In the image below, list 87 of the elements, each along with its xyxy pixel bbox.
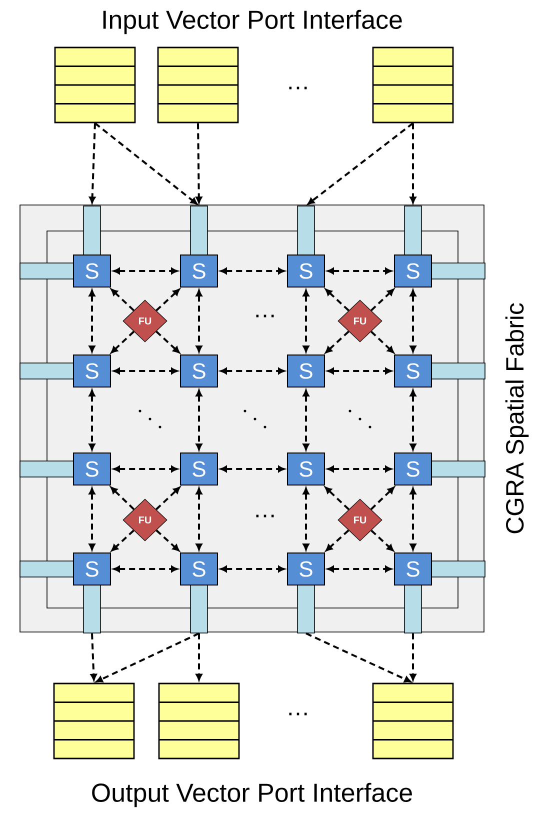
arrow — [88, 488, 96, 550]
arrow — [113, 368, 178, 374]
arrow — [370, 288, 394, 312]
ellipsis: … — [256, 514, 274, 518]
switch-box: S — [287, 552, 325, 586]
arrow — [94, 122, 198, 205]
fabric-title: CGRA Spatial Fabric — [505, 303, 529, 534]
arrow — [196, 633, 202, 681]
arrow — [302, 390, 310, 450]
switch-box: S — [394, 254, 432, 288]
arrow — [410, 123, 416, 204]
arrow — [113, 268, 178, 274]
switch-box: S — [73, 354, 111, 388]
arrow — [88, 290, 96, 352]
heading: Output Vector Port Interface — [92, 782, 412, 808]
arrow — [96, 632, 200, 682]
switch-box: S — [287, 354, 325, 388]
port-bar — [297, 206, 315, 256]
arrow — [90, 633, 97, 681]
arrow — [113, 466, 178, 472]
arrow — [325, 288, 350, 312]
arrow — [220, 268, 285, 274]
arrow — [196, 290, 202, 352]
switch-box: S — [287, 452, 325, 486]
arrow — [327, 466, 392, 472]
switch-box: S — [73, 254, 111, 288]
switch-box: S — [180, 452, 218, 486]
ellipsis: … — [256, 314, 274, 318]
port-queue — [157, 46, 239, 124]
port-bar — [83, 584, 101, 634]
arrow — [325, 330, 350, 354]
switch-box: S — [73, 452, 111, 486]
port-bar — [83, 206, 101, 256]
arrow — [156, 530, 180, 552]
arrow — [89, 123, 96, 204]
arrow — [302, 290, 310, 352]
switch-box: S — [394, 552, 432, 586]
port-bar — [297, 584, 315, 634]
arrow — [410, 488, 416, 550]
switch-box: S — [394, 354, 432, 388]
arrow — [110, 486, 135, 510]
ellipsis: … — [289, 86, 307, 90]
arrow — [370, 530, 394, 552]
switch-box: S — [180, 254, 218, 288]
switch-box: S — [180, 552, 218, 586]
port-bar — [404, 584, 422, 634]
switch-box: S — [394, 452, 432, 486]
arrow — [302, 488, 310, 550]
arrow — [410, 633, 416, 681]
port-bar — [190, 206, 208, 256]
arrow — [410, 390, 416, 450]
arrow — [156, 486, 180, 510]
arrow — [196, 390, 202, 450]
arrow — [327, 566, 392, 572]
arrow — [370, 486, 394, 510]
arrow — [110, 288, 134, 312]
arrow — [156, 330, 180, 354]
arrow — [306, 632, 412, 682]
arrow — [196, 123, 202, 204]
arrow — [88, 390, 96, 450]
arrow — [308, 122, 414, 205]
switch-box: S — [73, 552, 111, 586]
port-bar — [190, 584, 208, 634]
arrow — [324, 486, 350, 510]
arrow — [113, 566, 178, 572]
port-queue — [158, 682, 240, 760]
port-queue — [372, 682, 454, 760]
heading: Input Vector Port Interface — [103, 10, 402, 34]
port-bar — [404, 206, 422, 256]
arrow — [327, 268, 392, 274]
ellipsis: … — [289, 712, 307, 716]
arrow — [220, 566, 285, 572]
port-queue — [372, 46, 454, 124]
arrow — [220, 466, 285, 472]
arrow — [111, 530, 134, 552]
arrow — [196, 488, 202, 550]
arrow — [156, 288, 180, 312]
arrow — [410, 290, 416, 352]
arrow — [370, 330, 394, 354]
arrow — [110, 330, 134, 354]
switch-box: S — [180, 354, 218, 388]
switch-box: S — [287, 254, 325, 288]
arrow — [326, 530, 350, 552]
port-queue — [54, 46, 136, 124]
arrow — [327, 368, 392, 374]
arrow — [220, 368, 285, 374]
port-queue — [53, 682, 135, 760]
